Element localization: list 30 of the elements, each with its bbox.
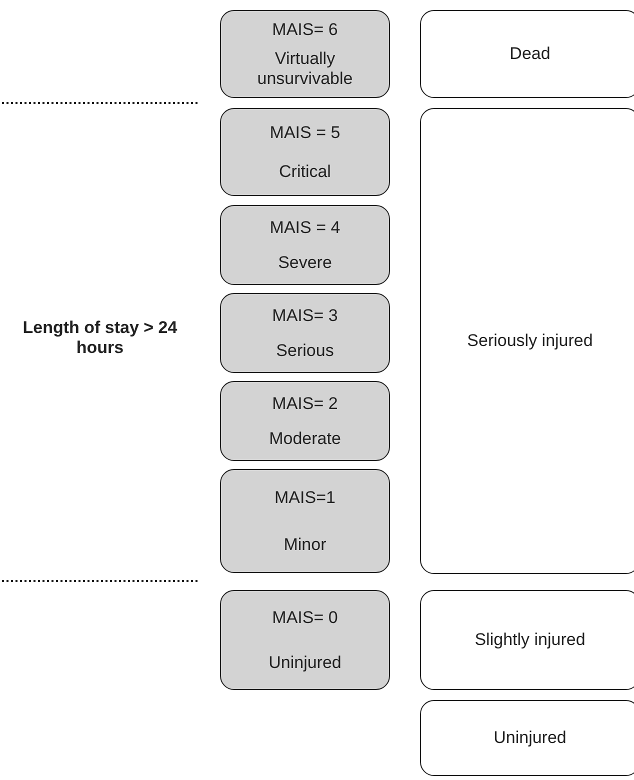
severity-box <box>220 381 390 461</box>
category-label: Uninjured <box>268 652 342 672</box>
score-label: MAIS = 4 <box>270 218 340 238</box>
category-label: Severe <box>278 252 332 272</box>
score-label: MAIS= 0 <box>272 608 338 628</box>
severity-box <box>220 469 390 573</box>
category-label: Serious <box>276 340 334 360</box>
category-box <box>420 10 634 98</box>
category-label: Seriously injured <box>467 331 593 351</box>
category-label: Slightly injured <box>474 630 586 650</box>
category-box <box>420 108 634 574</box>
category-label: Critical <box>279 162 331 182</box>
category-box <box>420 700 634 776</box>
score-label: MAIS= 3 <box>272 306 338 326</box>
category-label: Virtually unsurvivable <box>256 48 354 88</box>
severity-box <box>220 10 390 98</box>
category-label: Minor <box>284 534 326 554</box>
severity-box <box>220 205 390 285</box>
score-label: MAIS= 6 <box>272 20 338 40</box>
category-label: Dead <box>510 44 550 64</box>
bracket-label: Length of stay > 24 hours <box>22 318 178 358</box>
category-label: Moderate <box>269 428 341 448</box>
category-label: Uninjured <box>494 728 566 748</box>
category-box <box>420 590 634 690</box>
severity-box <box>220 108 390 196</box>
score-label: MAIS= 2 <box>272 394 338 414</box>
severity-box <box>220 590 390 690</box>
score-label: MAIS = 5 <box>270 122 340 142</box>
severity-box <box>220 293 390 373</box>
score-label: MAIS=1 <box>274 488 336 508</box>
